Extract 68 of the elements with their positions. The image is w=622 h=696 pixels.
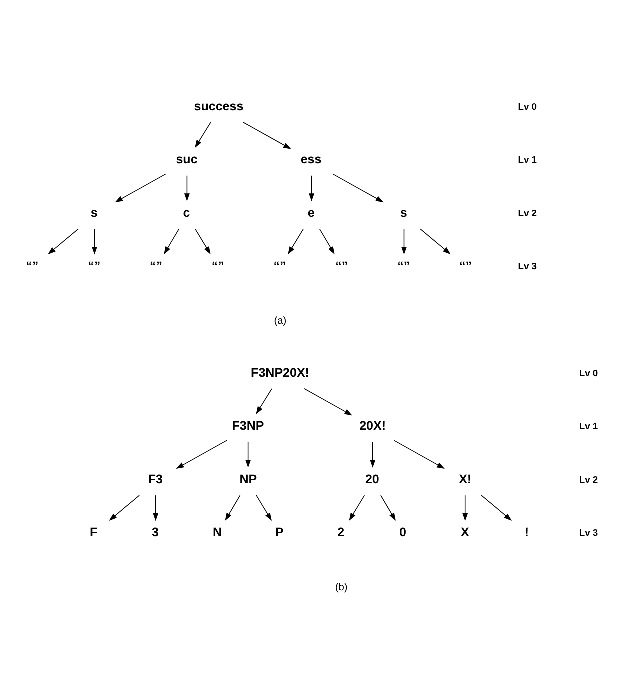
arrow bbox=[246, 442, 252, 468]
node-text: 0 bbox=[400, 526, 407, 540]
node-text: NP bbox=[240, 472, 258, 486]
arrow bbox=[319, 228, 335, 255]
label: Lv 2 bbox=[579, 474, 598, 485]
arrow bbox=[225, 495, 241, 522]
arrow bbox=[462, 495, 468, 522]
node-text: s bbox=[90, 206, 98, 220]
node-text: “” bbox=[212, 259, 224, 274]
arrow bbox=[332, 174, 384, 203]
arrow bbox=[164, 228, 180, 255]
arrow bbox=[394, 440, 445, 470]
arrow bbox=[184, 176, 190, 202]
arrow bbox=[242, 122, 292, 150]
node-text: F bbox=[90, 526, 98, 540]
node-text: X bbox=[461, 526, 470, 540]
label: Lv 1 bbox=[579, 420, 598, 432]
node-text: “” bbox=[398, 259, 410, 274]
node-text: “” bbox=[150, 259, 162, 274]
arrow bbox=[380, 495, 396, 522]
node-text: 3 bbox=[152, 526, 159, 540]
arrow bbox=[115, 174, 166, 203]
label: Lv 3 bbox=[518, 260, 538, 272]
arrow bbox=[481, 495, 512, 521]
arrow bbox=[402, 228, 407, 255]
label: (b) bbox=[335, 582, 348, 594]
node-text: 20 bbox=[365, 472, 380, 486]
node-text: F3NP bbox=[232, 419, 264, 434]
node-text: F3 bbox=[148, 472, 164, 486]
node-text: c bbox=[183, 206, 190, 220]
label: Lv 3 bbox=[579, 527, 598, 538]
node-text: s bbox=[400, 206, 408, 220]
node-text: “” bbox=[336, 259, 348, 274]
arrow bbox=[349, 495, 366, 522]
node-text: “” bbox=[88, 259, 101, 274]
node-text: “” bbox=[26, 259, 39, 274]
node-text: ! bbox=[524, 526, 530, 540]
node-text: N bbox=[213, 526, 222, 540]
arrow bbox=[304, 388, 353, 416]
node-text: “” bbox=[459, 259, 472, 274]
node-text: success bbox=[194, 99, 244, 114]
arrow bbox=[256, 388, 272, 414]
label: (a) bbox=[274, 316, 287, 328]
label: Lv 0 bbox=[579, 367, 598, 378]
node-text: 20X! bbox=[360, 419, 386, 434]
arrow bbox=[109, 495, 140, 521]
node-text: ess bbox=[300, 152, 322, 167]
arrow bbox=[153, 495, 159, 522]
label: Lv 0 bbox=[518, 100, 538, 112]
arrow bbox=[48, 228, 79, 255]
arrow bbox=[288, 228, 304, 255]
node-text: P bbox=[275, 526, 284, 540]
node-text: suc bbox=[176, 152, 198, 167]
label: Lv 2 bbox=[518, 207, 538, 218]
node-text: X! bbox=[459, 472, 472, 486]
arrow bbox=[370, 442, 376, 468]
node-text: e bbox=[308, 206, 315, 220]
arrow bbox=[420, 228, 451, 255]
node-text: F3NP20X! bbox=[251, 366, 310, 380]
arrow bbox=[92, 228, 98, 255]
arrow bbox=[256, 495, 272, 522]
arrow bbox=[309, 176, 315, 202]
arrow bbox=[195, 122, 212, 148]
arrow bbox=[195, 228, 211, 255]
node-text: “” bbox=[274, 259, 286, 274]
arrow bbox=[176, 440, 228, 470]
label: Lv 1 bbox=[518, 154, 538, 166]
node-text: 2 bbox=[338, 526, 345, 540]
